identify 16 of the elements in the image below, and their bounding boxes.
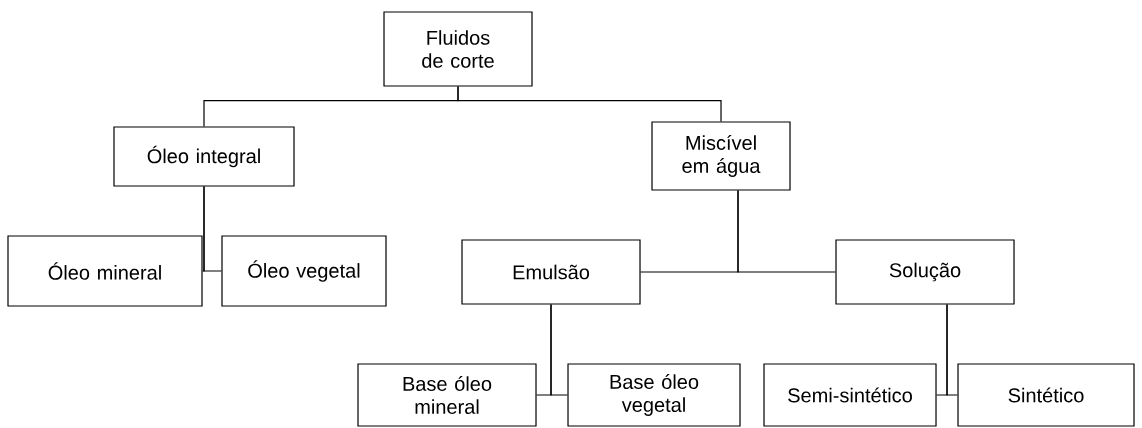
connector-line <box>203 186 222 272</box>
connector-line <box>737 190 836 273</box>
category-box: Óleo vegetal <box>221 235 387 307</box>
connector-line <box>550 304 568 396</box>
connector-line <box>457 86 722 122</box>
category-box: Solução <box>835 239 1015 305</box>
connector-line <box>946 304 958 396</box>
category-box: Sintético <box>957 363 1135 427</box>
category-box: Semi-sintético <box>763 363 937 427</box>
category-box: Miscível em água <box>651 121 791 191</box>
category-box: Base óleo vegetal <box>567 363 741 427</box>
category-box: Óleo integral <box>113 126 295 187</box>
category-box: Emulsão <box>461 239 641 305</box>
category-box: Óleo mineral <box>7 235 203 307</box>
category-box: Base óleo mineral <box>357 363 537 427</box>
category-box: Fluidos de corte <box>383 11 533 87</box>
